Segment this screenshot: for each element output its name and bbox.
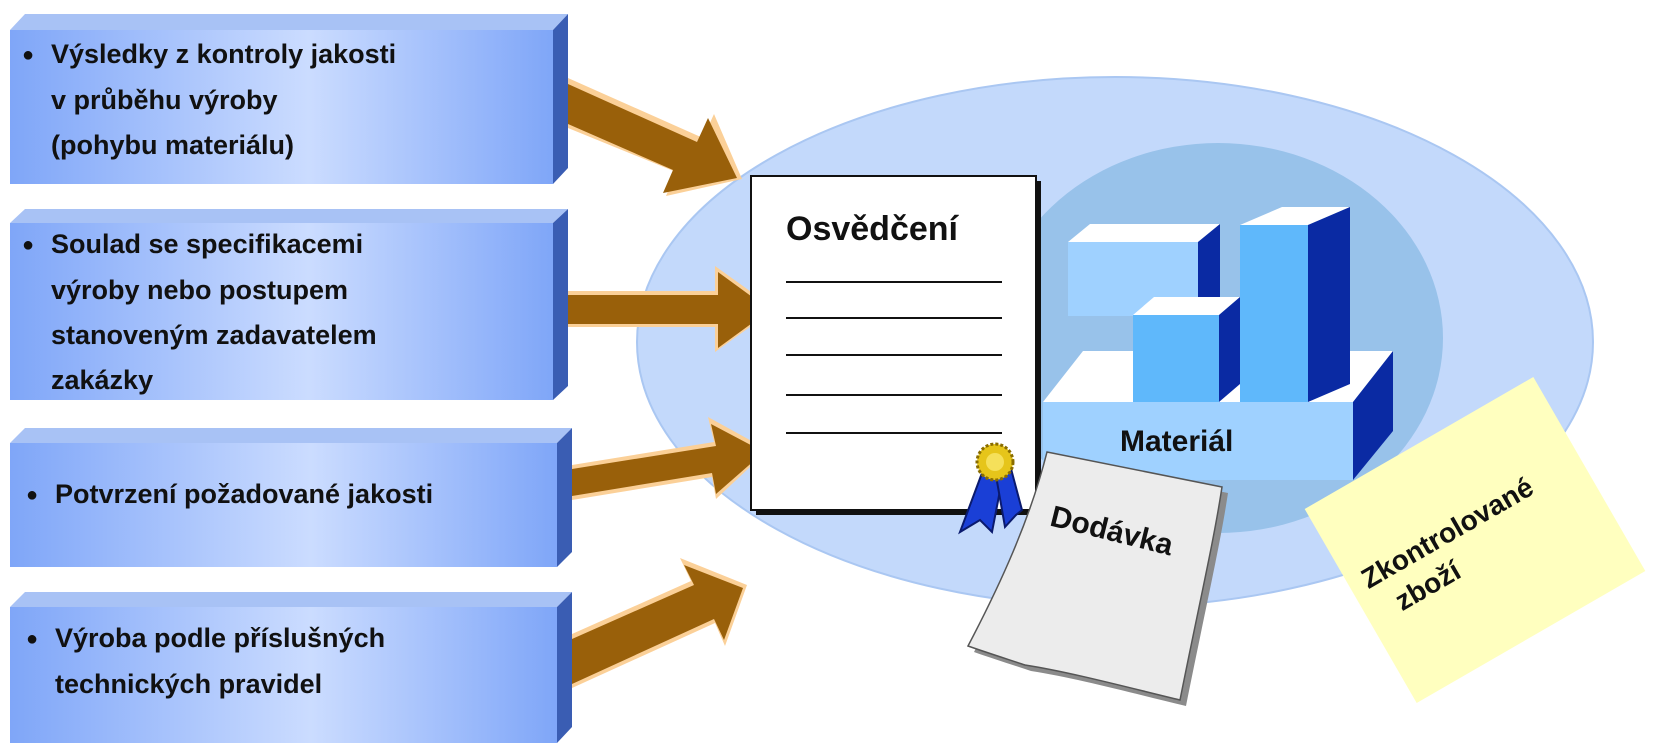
info-box-3-text: ●Potvrzení požadované jakosti	[26, 472, 433, 518]
bullet-icon: ●	[22, 44, 35, 66]
material-block-middle	[1133, 297, 1240, 402]
info-box-2-text: ●Soulad se specifikacemi výroby nebo pos…	[22, 222, 377, 403]
bullet-icon: ●	[26, 484, 39, 506]
material-block-tall	[1240, 207, 1350, 402]
info-box-4	[10, 592, 572, 743]
bullet-icon: ●	[26, 628, 39, 650]
delivery-paper	[966, 451, 1228, 706]
inspected-goods-note	[1304, 377, 1646, 703]
arrow-2	[568, 266, 775, 352]
arrow-1	[568, 78, 742, 196]
arrow-4	[572, 558, 747, 688]
info-box-1	[10, 14, 568, 184]
bullet-icon: ●	[22, 234, 35, 256]
seal-ribbon-icon	[958, 442, 1024, 535]
info-box-4-text: ●Výroba podle příslušných technických pr…	[26, 616, 385, 707]
info-box-1-text: ●Výsledky z kontroly jakosti v průběhu v…	[22, 32, 396, 168]
info-box-3	[10, 428, 572, 567]
info-box-2	[10, 209, 568, 400]
certificate-title: Osvědčení	[786, 210, 958, 248]
material-label: Materiál	[1120, 425, 1234, 458]
arrow-3	[572, 417, 768, 500]
